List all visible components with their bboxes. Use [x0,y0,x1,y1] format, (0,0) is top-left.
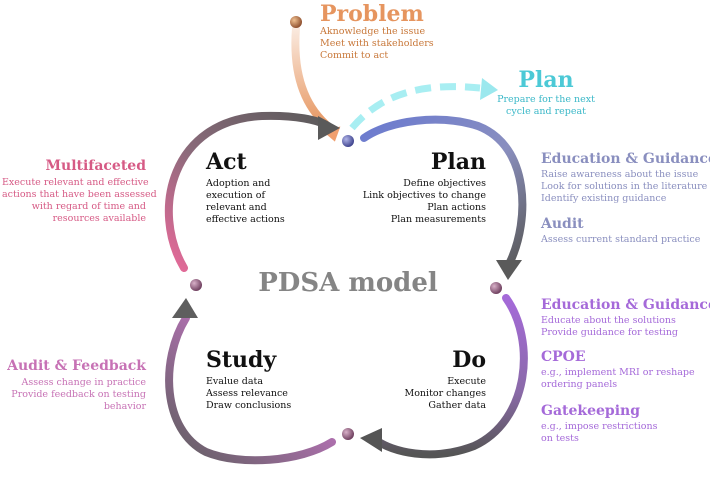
cpoe-line: e.g., implement MRI or reshape [541,367,695,378]
do-line: Execute [447,376,486,387]
plan-quadrant: Plan Define objectives Link objectives t… [336,150,486,226]
do-title: Do [452,347,486,373]
problem-line: Meet with stakeholders [320,38,434,49]
next-plan-line: cycle and repeat [506,106,586,117]
audit-block: Audit Assess current standard practice [541,216,700,246]
cpoe-title: CPOE [541,349,586,365]
education-bottom-block: Education & Guidance Educate about the s… [541,297,710,339]
act-quadrant: Act Adoption and execution of relevant a… [206,150,285,226]
problem-line: Commit to act [320,50,389,61]
plan-arrowhead [496,260,522,280]
act-line: Adoption and [206,178,271,189]
cpoe-line: ordering panels [541,379,618,390]
next-cycle-dashed-arrow [349,83,481,131]
plan-title: Plan [430,149,486,175]
problem-line: Aknowledge the issue [320,26,426,37]
gatekeeping-block: Gatekeeping e.g., impose restrictions on… [541,403,657,445]
act-line: relevant and [206,202,267,213]
plan-arc [360,115,527,266]
right-node [490,282,502,294]
audit-line: Assess current standard practice [541,234,701,245]
problem-title: Problem [320,1,424,27]
study-line: Evalue data [206,376,263,387]
plan-line: Plan measurements [390,214,486,225]
study-line: Draw conclusions [206,400,292,411]
multifaceted-block: Multifaceted Execute relevant and effect… [2,158,157,225]
multifaceted-line: actions that have been assessed [2,189,157,200]
audit-feedback-line: Provide feedback on testing [11,389,146,400]
do-arc [372,294,528,459]
multifaceted-title: Multifaceted [45,158,146,174]
act-arc [164,111,332,272]
multifaceted-line: with regard of time and [31,201,146,212]
study-arrowhead [172,298,198,318]
center-title: PDSA model [258,268,438,298]
plan-line: Plan actions [427,202,486,213]
act-line: execution of [206,190,265,201]
multifaceted-line: resources available [52,213,146,224]
education-top-title: Education & Guidance [541,151,710,167]
plan-line: Define objectives [403,178,486,189]
left-node [190,279,202,291]
next-plan-line: Prepare for the next [497,94,595,105]
do-quadrant: Do Execute Monitor changes Gather data [386,348,486,412]
education-bottom-title: Education & Guidance [541,297,710,313]
multifaceted-line: Execute relevant and effective [2,177,149,188]
do-line: Monitor changes [404,388,486,399]
gatekeeping-line: e.g., impose restrictions [541,421,658,432]
act-arrowhead [318,116,340,140]
study-title: Study [206,347,277,373]
education-bottom-line: Educate about the solutions [541,315,676,326]
audit-feedback-line: Assess change in practice [21,377,146,388]
study-quadrant: Study Evalue data Assess relevance Draw … [206,348,291,412]
next-plan-title: Plan [518,67,574,93]
education-top-line: Raise awareness about the issue [541,169,699,180]
audit-title: Audit [541,216,584,232]
cpoe-block: CPOE e.g., implement MRI or reshape orde… [541,349,695,391]
top-node [342,135,354,147]
audit-feedback-block: Audit & Feedback Assess change in practi… [2,358,146,413]
study-arc [165,314,336,465]
act-line: effective actions [206,214,285,225]
act-title: Act [206,149,247,175]
study-line: Assess relevance [206,388,288,399]
education-top-line: Look for solutions in the literature [541,181,708,192]
plan-line: Link objectives to change [362,190,486,201]
education-bottom-line: Provide guidance for testing [541,327,679,338]
do-arrowhead [360,428,382,452]
next-plan-block: Plan Prepare for the next cycle and repe… [496,68,596,118]
do-line: Gather data [428,400,486,411]
audit-feedback-line: behavior [103,401,146,412]
gatekeeping-title: Gatekeeping [541,403,640,419]
education-top-block: Education & Guidance Raise awareness abo… [541,151,710,205]
problem-block: Problem Aknowledge the issue Meet with s… [320,2,434,62]
audit-feedback-title: Audit & Feedback [7,358,146,374]
problem-node [290,16,302,28]
bottom-node [342,428,354,440]
next-cycle-arrowhead [480,78,498,100]
education-top-line: Identify existing guidance [541,193,667,204]
gatekeeping-line: on tests [541,433,579,444]
